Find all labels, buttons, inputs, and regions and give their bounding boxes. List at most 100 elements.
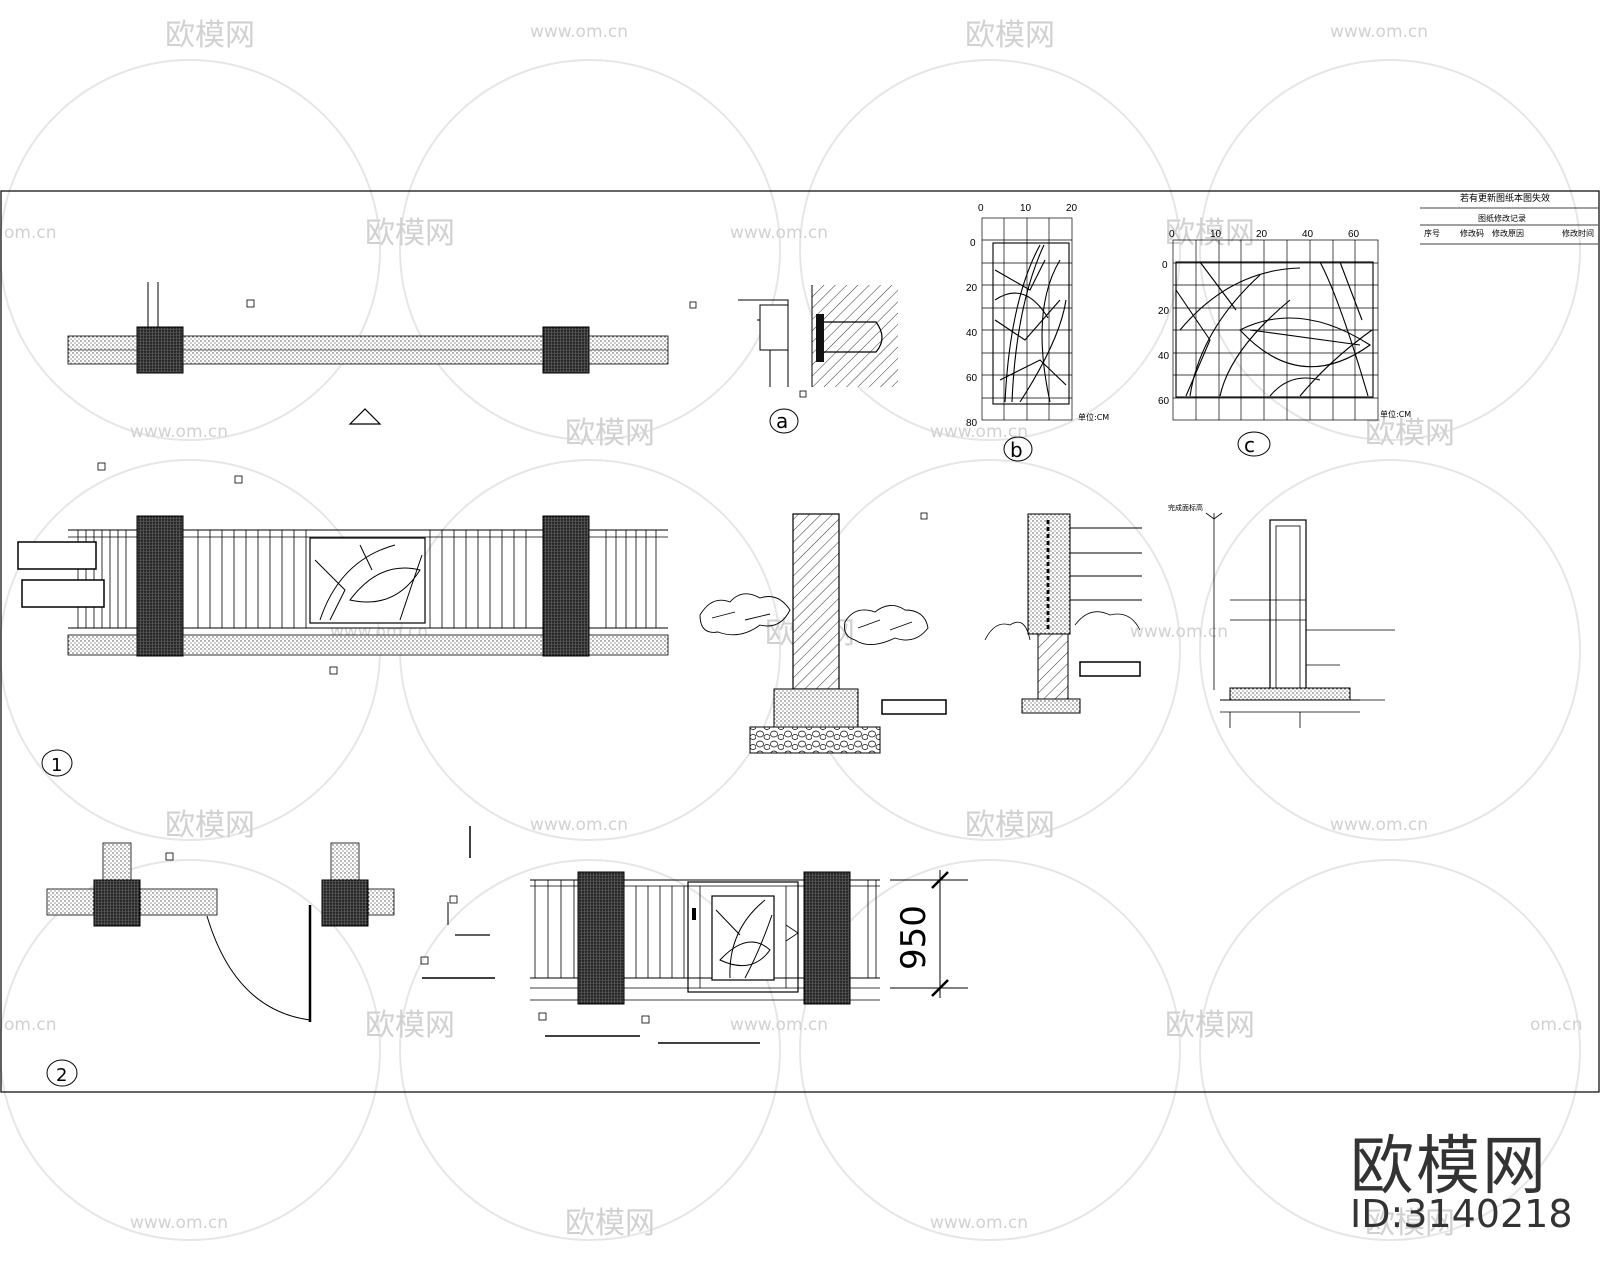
section-label: 完成面标高 xyxy=(1168,503,1203,512)
watermark-url: www.om.cn xyxy=(1330,815,1428,835)
grid-b-leaf-pattern xyxy=(992,242,1070,405)
watermark-url: www.om.cn xyxy=(130,1213,228,1233)
detail-label-circle xyxy=(1003,436,1033,462)
detail-b-grid: 0 10 20 0 20 40 60 80 单位:CM b xyxy=(966,203,1109,462)
gate-swing-arc xyxy=(206,915,311,1021)
grid-b-lines xyxy=(981,217,1073,421)
pillar-section xyxy=(699,512,947,754)
watermark-brand: 欧模网 xyxy=(965,18,1055,53)
watermark-url: www.om.cn xyxy=(930,422,1028,442)
watermark-url: www.om.cn xyxy=(730,223,828,243)
watermark-url: om.cn xyxy=(4,1015,57,1035)
grid-c-xtick: 40 xyxy=(1302,229,1314,240)
pillar-elevation xyxy=(577,871,625,1005)
watermark-brand: 欧模网 xyxy=(1365,1206,1455,1241)
grid-b-ytick: 20 xyxy=(966,283,978,294)
grid-c-xtick: 10 xyxy=(1210,229,1222,240)
watermark-brand: 欧模网 xyxy=(365,1008,455,1043)
watermark-brand: 欧模网 xyxy=(1165,216,1255,251)
grid-b-ytick: 60 xyxy=(966,373,978,384)
detail-label-circle xyxy=(46,1059,78,1087)
pillar-plan xyxy=(542,326,590,374)
grid-c-ytick: 0 xyxy=(1162,260,1168,271)
pillar-plan xyxy=(93,879,141,927)
grid-b-xtick: 10 xyxy=(1020,203,1032,214)
grid-c-unit: 单位:CM xyxy=(1380,409,1411,419)
grid-c-xtick: 60 xyxy=(1348,229,1360,240)
grid-b-ticks: 0 10 20 0 20 40 60 80 单位:CM xyxy=(966,203,1109,429)
watermark-brand: 欧模网 xyxy=(165,18,255,53)
pillar-elevation xyxy=(803,871,851,1005)
title-block-title: 若有更新图纸本图失效 xyxy=(1460,194,1551,204)
watermark-url: www.om.cn xyxy=(130,422,228,442)
retaining-wall-section: 完成面标高 xyxy=(1168,503,1395,728)
grid-c-lines xyxy=(1172,239,1379,421)
dimension-line xyxy=(890,870,968,998)
detail-a: a xyxy=(738,285,898,434)
gate-elevation-2: 950 xyxy=(530,870,968,1044)
grid-b-ytick: 40 xyxy=(966,328,978,339)
watermark-url: www.om.cn xyxy=(1330,22,1428,42)
detail-label-circle xyxy=(769,408,799,434)
title-block-column: 修改码 xyxy=(1460,229,1484,238)
pillar-plan xyxy=(136,326,184,374)
shrub-left xyxy=(699,593,791,636)
drawing-frame xyxy=(0,190,1600,1093)
title-block-column: 序号 xyxy=(1424,229,1440,238)
detail-label-b: b xyxy=(1010,438,1023,462)
detail-label-a: a xyxy=(776,409,788,433)
title-block-subtitle: 图纸修改记录 xyxy=(1478,214,1526,223)
grid-c-ytick: 20 xyxy=(1158,306,1170,317)
watermark-layer: 欧模网 欧模网 www.om.cn www.om.cn om.cn 欧模网 ww… xyxy=(0,18,1583,1241)
railing-bars xyxy=(77,530,657,628)
grid-c-xtick: 0 xyxy=(1169,229,1175,240)
detail-label-circle xyxy=(1237,431,1271,457)
grid-c-ytick: 60 xyxy=(1158,396,1170,407)
grid-b-xtick: 0 xyxy=(978,203,984,214)
fence-elevation-1: 1 xyxy=(17,462,669,777)
grid-b-ytick: 0 xyxy=(970,238,976,249)
watermark-brand: 欧模网 xyxy=(565,1206,655,1241)
watermark-brand: 欧模网 xyxy=(1165,1008,1255,1043)
title-block xyxy=(1420,207,1598,245)
gate-leaf-panel xyxy=(711,895,775,981)
gate-frame xyxy=(687,881,799,993)
detail-label-two: 2 xyxy=(56,1065,67,1086)
pillar-plan xyxy=(321,879,369,927)
grid-c-ticks: 0 10 20 40 60 0 20 40 60 单位:CM xyxy=(1158,229,1411,419)
grid-c-ytick: 40 xyxy=(1158,351,1170,362)
grid-b-unit: 单位:CM xyxy=(1078,412,1109,422)
dimension-gate-height: 950 xyxy=(894,905,934,970)
watermark-brand: 欧模网 xyxy=(965,808,1055,843)
detail-label-one: 1 xyxy=(51,755,62,776)
detail-c-grid: 0 10 20 40 60 0 20 40 60 单位:CM c xyxy=(1158,229,1411,457)
watermark-url: om.cn xyxy=(1530,1015,1583,1035)
watermark-url: www.om.cn xyxy=(730,1015,828,1035)
section-marker-triangle xyxy=(348,408,382,425)
asset-id-label: ID:3140218 xyxy=(1350,1192,1573,1236)
detail-label-circle xyxy=(41,749,73,777)
watermark-brand: 欧模网 xyxy=(1365,416,1455,451)
watermark-url: www.om.cn xyxy=(930,1213,1028,1233)
watermark-url: www.om.cn xyxy=(530,22,628,42)
title-block-column: 修改原因 xyxy=(1492,229,1524,238)
grid-c-leaf-pattern xyxy=(1175,261,1374,398)
decorative-panel xyxy=(309,537,426,624)
fence-plan-top xyxy=(67,282,697,425)
brand-logo-text: 欧模网 xyxy=(1350,1130,1548,1204)
gate-plan-2: 2 xyxy=(46,826,495,1087)
detail-label-c: c xyxy=(1244,433,1255,457)
wall-section xyxy=(984,513,1142,714)
watermark-url: www.om.cn xyxy=(1130,622,1228,642)
watermark-url: www.om.cn xyxy=(530,815,628,835)
grid-c-xtick: 20 xyxy=(1256,229,1268,240)
watermark-brand: 欧模网 xyxy=(565,416,655,451)
watermark-url: om.cn xyxy=(4,223,57,243)
grid-b-ytick: 80 xyxy=(966,418,978,429)
grid-b-xtick: 20 xyxy=(1066,203,1078,214)
pillar-elevation xyxy=(136,515,184,657)
title-block-column: 修改时间 xyxy=(1562,229,1594,238)
watermark-brand: 欧模网 xyxy=(165,808,255,843)
pillar-elevation xyxy=(542,515,590,657)
